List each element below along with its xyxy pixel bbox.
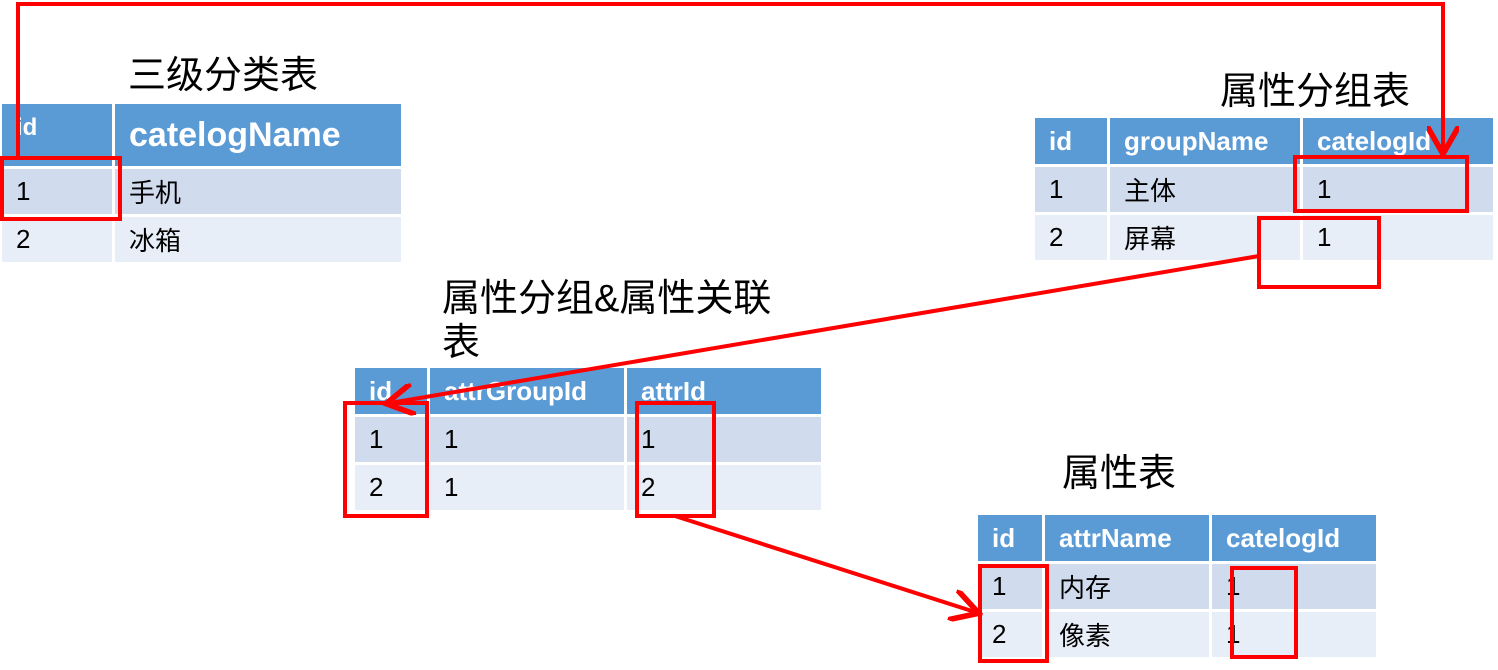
attr-table: id attrName catelogId 1 内存 1 2 像素 1 (975, 512, 1379, 660)
column-header: attrName (1045, 515, 1209, 561)
table-cell: 冰箱 (115, 217, 401, 262)
column-header: attrId (627, 368, 821, 414)
table-row: 1 内存 1 (978, 564, 1376, 609)
table-row: 2 冰箱 (2, 217, 401, 262)
table-row: 1 主体 1 (1035, 167, 1493, 212)
table-row: 2 屏幕 1 (1035, 215, 1493, 260)
column-header: id (1035, 118, 1107, 164)
attr-group-table: id groupName catelogId 1 主体 1 2 屏幕 1 (1032, 115, 1496, 263)
table-cell: 主体 (1110, 167, 1300, 212)
column-header: id (978, 515, 1042, 561)
attr-table-title: 属性表 (1062, 453, 1177, 495)
table-cell: 2 (627, 465, 821, 510)
table-cell: 2 (2, 217, 112, 262)
column-header: catelogId (1303, 118, 1493, 164)
table-cell: 1 (1303, 167, 1493, 212)
catalog-table-title: 三级分类表 (128, 55, 319, 97)
table-cell: 1 (355, 417, 427, 462)
column-header: catelogName (115, 104, 401, 166)
column-header: groupName (1110, 118, 1300, 164)
table-row: 2 像素 1 (978, 612, 1376, 657)
attr-group-table-title: 属性分组表 (1220, 71, 1411, 113)
table-cell: 屏幕 (1110, 215, 1300, 260)
table-cell: 1 (1212, 564, 1376, 609)
table-cell: 像素 (1045, 612, 1209, 657)
relation-table-title: 属性分组&属性关联 (442, 278, 772, 320)
catalog-table: id catelogName 1 手机 2 冰箱 (0, 101, 404, 265)
table-cell: 2 (1035, 215, 1107, 260)
table-cell: 内存 (1045, 564, 1209, 609)
table-cell: 手机 (115, 169, 401, 214)
column-header: attrGroupId (430, 368, 624, 414)
relation-table: id attrGroupId attrId 1 1 1 2 1 2 (352, 365, 824, 513)
table-cell: 1 (1212, 612, 1376, 657)
arrow-relation-to-attr (674, 514, 975, 612)
table-cell: 1 (2, 169, 112, 214)
table-cell: 1 (430, 417, 624, 462)
table-row: 1 手机 (2, 169, 401, 214)
table-cell: 2 (355, 465, 427, 510)
table-cell: 1 (430, 465, 624, 510)
table-cell: 1 (1303, 215, 1493, 260)
column-header: id (2, 104, 112, 166)
table-cell: 1 (978, 564, 1042, 609)
column-header: id (355, 368, 427, 414)
column-header: catelogId (1212, 515, 1376, 561)
table-cell: 2 (978, 612, 1042, 657)
table-cell: 1 (627, 417, 821, 462)
relation-table-title-line2: 表 (442, 322, 481, 364)
table-row: 1 1 1 (355, 417, 821, 462)
table-row: 2 1 2 (355, 465, 821, 510)
table-cell: 1 (1035, 167, 1107, 212)
